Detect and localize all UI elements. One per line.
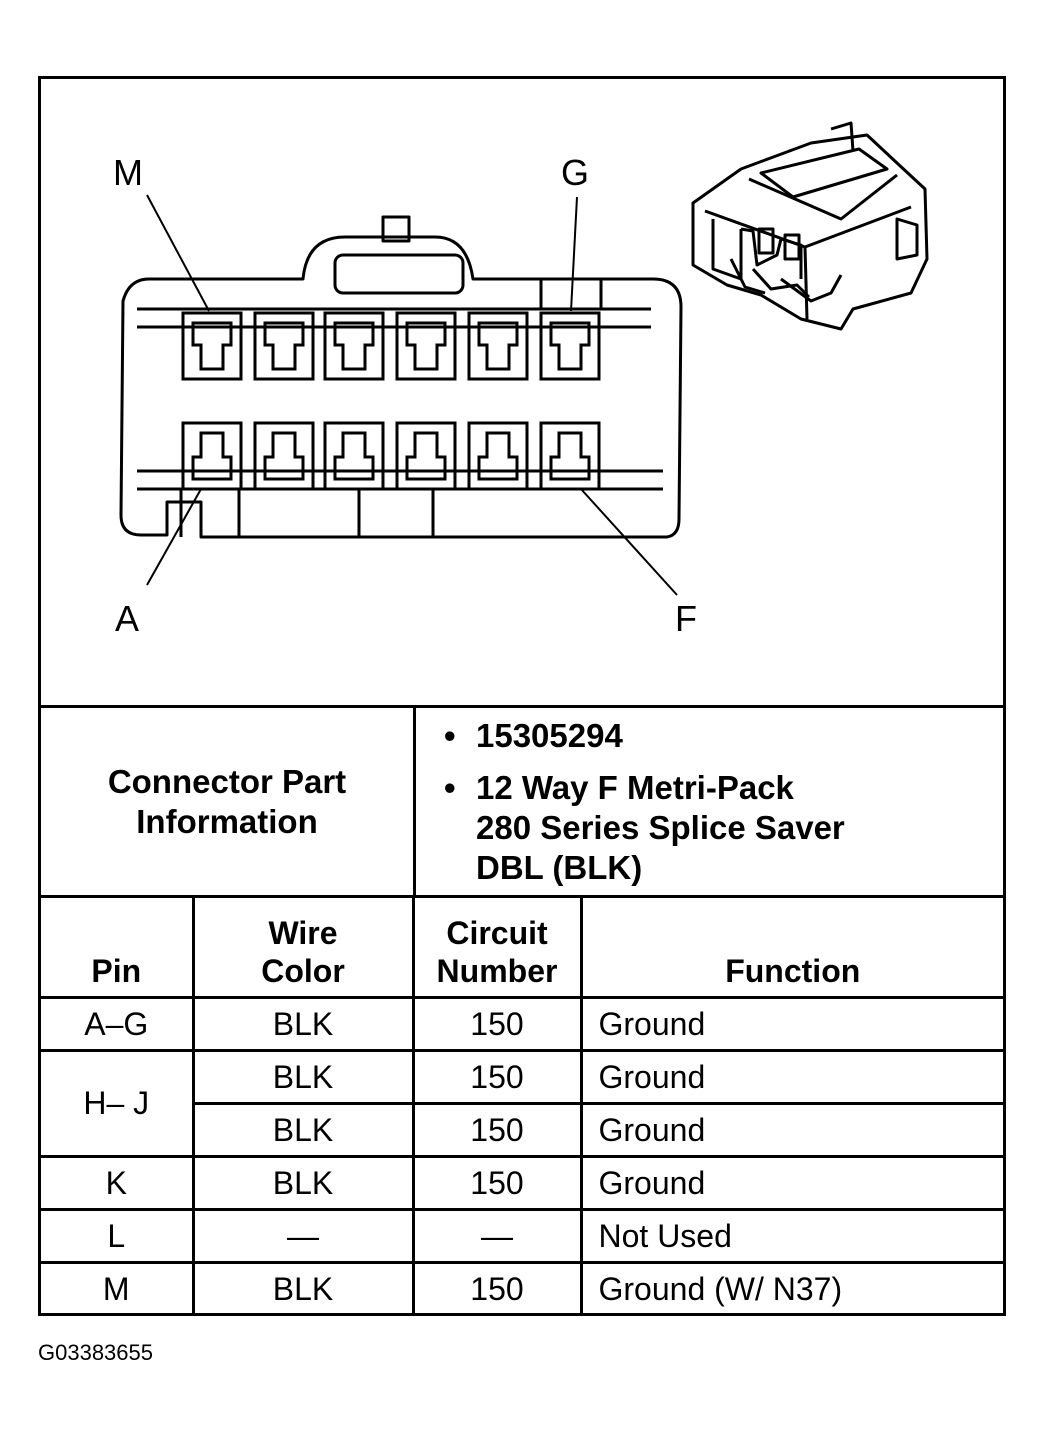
cell-circuit: 150: [411, 996, 583, 1052]
connector-part-info-values: • 15305294 • 12 Way F Metri-Pack 280 Ser…: [416, 708, 1003, 895]
connector-face-diagram: [119, 121, 929, 596]
terminal-cavity: [253, 311, 315, 381]
terminal-cavity: [539, 311, 601, 381]
info-label-line1: Connector Part: [107, 762, 347, 800]
cell-pin: A–G: [41, 996, 195, 1052]
terminal-cavity: [539, 421, 601, 491]
terminal-cavity: [467, 311, 529, 381]
cell-circuit: 150: [411, 1049, 583, 1105]
cell-circuit: —: [411, 1208, 583, 1264]
cell-pin: K: [41, 1155, 195, 1211]
connector-figure: M G A F Connector Part Information • 153…: [38, 76, 1006, 1316]
terminal-cavity: [395, 311, 457, 381]
info-label-line2: Information: [136, 802, 318, 840]
callout-g: G: [561, 152, 590, 193]
cell-wire-color: BLK: [191, 1261, 415, 1314]
cell-wire-color: BLK: [191, 1155, 415, 1211]
table-row: M BLK 150 Ground (W/ N37): [41, 1261, 1003, 1314]
pin-table: Pin Wire Color Circuit Number Function A…: [41, 895, 1003, 1314]
figure-code: G03383655: [38, 1340, 153, 1365]
connector-part-info-label: Connector Part Information: [41, 708, 416, 895]
terminal-cavity: [323, 311, 385, 381]
table-row: K BLK 150 Ground: [41, 1155, 1003, 1211]
leader-line-f: [580, 488, 678, 596]
locking-tab: [381, 215, 411, 243]
cell-pin: M: [41, 1261, 195, 1314]
leader-line-m: [146, 194, 210, 312]
cell-function: Ground: [579, 1102, 1003, 1158]
cell-wire-color: BLK: [193, 1102, 415, 1158]
cell-function: Ground (W/ N37): [579, 1261, 1003, 1314]
callout-a: A: [115, 598, 140, 639]
cell-function: Ground: [579, 996, 1003, 1052]
table-row: H– J BLK 150 Ground: [41, 1049, 1003, 1158]
header-wire-color: Wire Color: [191, 895, 415, 999]
part-number-item: • 15305294: [444, 716, 623, 756]
cell-wire-color: BLK: [191, 1049, 415, 1105]
cell-wire-color: BLK: [191, 996, 415, 1052]
cell-function: Not Used: [579, 1208, 1003, 1264]
header-function: Function: [579, 895, 1003, 999]
connector-part-info: Connector Part Information • 15305294 • …: [41, 705, 1003, 898]
cell-circuit: 150: [411, 1155, 583, 1211]
connector-isometric-view: [691, 121, 929, 331]
callout-m: M: [113, 152, 143, 193]
table-row: A–G BLK 150 Ground: [41, 996, 1003, 1052]
table-header-row: Pin Wire Color Circuit Number Function: [41, 895, 1003, 999]
header-pin: Pin: [41, 895, 195, 999]
table-row: L — — Not Used: [41, 1208, 1003, 1264]
terminal-cavity: [467, 421, 529, 491]
leader-line-g: [570, 196, 578, 312]
cell-function: Ground: [579, 1049, 1003, 1105]
bullet-icon: •: [444, 717, 456, 754]
description-item: • 12 Way F Metri-Pack 280 Series Splice …: [444, 768, 845, 888]
table-row: BLK 150 Ground: [41, 1102, 1003, 1158]
terminal-cavity: [181, 311, 243, 381]
cell-circuit: 150: [411, 1261, 583, 1314]
cell-function: Ground: [579, 1155, 1003, 1211]
bottom-row-terminals: [181, 421, 601, 491]
bullet-icon: •: [444, 769, 456, 806]
description-line3: DBL (BLK): [476, 849, 643, 886]
cell-pin: H– J: [41, 1049, 195, 1158]
top-row-terminals: [181, 311, 601, 381]
callout-f: F: [675, 598, 697, 639]
leader-line-a: [146, 488, 202, 586]
cell-circuit: 150: [411, 1102, 583, 1158]
cell-wire-color: —: [191, 1208, 415, 1264]
terminal-cavity: [395, 421, 457, 491]
terminal-cavity: [181, 421, 243, 491]
terminal-cavity: [253, 421, 315, 491]
part-number: 15305294: [476, 717, 623, 754]
terminal-cavity: [323, 421, 385, 491]
cell-pin: L: [41, 1208, 195, 1264]
description-line2: 280 Series Splice Saver: [476, 809, 845, 846]
latch-window: [333, 253, 465, 295]
header-circuit-number: Circuit Number: [411, 895, 583, 999]
connector-body-outline: [119, 235, 683, 539]
description-line1: 12 Way F Metri-Pack: [476, 769, 794, 806]
